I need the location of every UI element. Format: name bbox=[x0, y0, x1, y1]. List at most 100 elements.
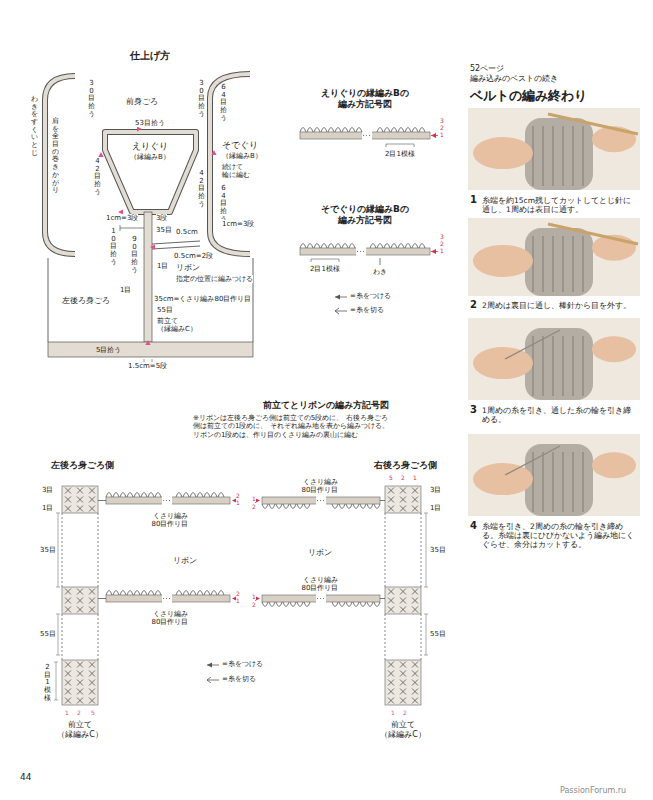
armhole-edging bbox=[45, 76, 75, 254]
single-crochet-symbol bbox=[89, 698, 95, 704]
part-name: えりぐり bbox=[132, 141, 168, 152]
stitch-count: 53目拾う bbox=[135, 119, 165, 127]
chain-label: くさり編み 80目作り目 bbox=[298, 478, 343, 495]
single-crochet-symbol bbox=[77, 671, 83, 677]
stitch-count: 1目 bbox=[430, 504, 441, 512]
picot-symbol bbox=[262, 602, 268, 607]
front-band-chart bbox=[62, 660, 98, 705]
side-seam-mark bbox=[380, 258, 381, 265]
knit-texture bbox=[562, 336, 564, 396]
step-number: 3 bbox=[470, 404, 477, 416]
chart-break-dots bbox=[317, 598, 325, 599]
section-title: 仕上げ方 bbox=[130, 50, 170, 62]
picot-symbol bbox=[283, 602, 289, 607]
picot-symbol bbox=[183, 591, 189, 596]
step-text: 糸端を引き、2周めの糸の輪を引き締める。糸端は裏にひびかないよう編み地にくぐらせ… bbox=[482, 522, 637, 549]
pickup-arrow bbox=[211, 150, 216, 155]
ribbon bbox=[152, 241, 200, 249]
part-note: （縁編みB） bbox=[130, 153, 170, 161]
single-crochet-symbol bbox=[65, 680, 71, 686]
picot-symbol bbox=[349, 244, 355, 249]
stitch-count: 35目 bbox=[40, 546, 56, 554]
single-crochet-symbol bbox=[388, 598, 394, 604]
single-crochet-symbol bbox=[77, 598, 83, 604]
picot-symbol bbox=[353, 504, 359, 509]
chain-label: くさり編み 80目作り目 bbox=[298, 576, 343, 593]
step-text: 2周めは裏目に通し、棒針から目を外す。 bbox=[482, 301, 637, 310]
legend-symbol bbox=[335, 308, 339, 314]
picot-symbol bbox=[332, 602, 338, 607]
note: 続けて 輪に編む bbox=[222, 163, 254, 180]
stitch-count: 90目拾う bbox=[131, 236, 138, 274]
single-crochet-symbol bbox=[388, 506, 394, 512]
picot-symbol bbox=[148, 493, 154, 498]
row-number: 1 bbox=[252, 495, 256, 502]
single-crochet-symbol bbox=[400, 671, 406, 677]
knit-texture bbox=[572, 236, 574, 292]
note: ※リボンは左後ろ身ごろ側は前立ての5段めに、 右後ろ身ごろ側は前立ての1段めに、… bbox=[193, 414, 393, 439]
single-crochet-symbol bbox=[388, 698, 394, 704]
knit-texture bbox=[582, 452, 584, 512]
stitch-count: 42目拾う bbox=[198, 170, 205, 208]
picot-symbol bbox=[328, 244, 334, 249]
dimension: 0.5cm=2段 bbox=[174, 252, 213, 260]
edging-band bbox=[300, 248, 430, 255]
edging-band bbox=[300, 132, 430, 139]
row-number: 1 bbox=[236, 597, 240, 604]
picot-symbol bbox=[391, 244, 397, 249]
chart-break bbox=[316, 496, 326, 505]
part-name: 前立て （縁編みC） bbox=[378, 720, 428, 739]
single-crochet-symbol bbox=[412, 680, 418, 686]
knit-texture bbox=[552, 126, 554, 186]
chart-break bbox=[421, 614, 422, 660]
stitch-count: 3目 bbox=[42, 486, 53, 494]
knit-texture bbox=[552, 236, 554, 292]
stitch-count: 55目 bbox=[157, 306, 173, 314]
hand bbox=[592, 336, 636, 362]
step-number: 1 bbox=[470, 194, 477, 206]
legend-symbol bbox=[207, 662, 212, 667]
stitch-count: 55目 bbox=[430, 630, 446, 638]
single-crochet-symbol bbox=[400, 680, 406, 686]
pickup-line bbox=[120, 225, 144, 231]
knit-sample bbox=[525, 444, 593, 516]
picot-symbol bbox=[197, 493, 203, 498]
knit-texture bbox=[542, 236, 544, 292]
note: わきをすくいとじ bbox=[31, 96, 38, 158]
single-crochet-symbol bbox=[65, 497, 71, 503]
body-outline bbox=[48, 258, 49, 342]
yarn-join-arrow bbox=[431, 249, 436, 254]
chart-title: そでぐりの縁編みBの 編み方記号図 bbox=[315, 204, 415, 226]
picot-symbol bbox=[346, 602, 352, 607]
knit-texture bbox=[562, 126, 564, 186]
picot-symbol bbox=[211, 493, 217, 498]
picot-symbol bbox=[391, 128, 397, 133]
single-crochet-symbol bbox=[89, 662, 95, 668]
single-crochet-symbol bbox=[65, 488, 71, 494]
picot-symbol bbox=[374, 504, 380, 509]
yarn bbox=[505, 330, 560, 359]
photo-ground bbox=[468, 218, 640, 296]
picot-symbol bbox=[283, 504, 289, 509]
part-name: わき bbox=[373, 268, 387, 276]
picot-symbol bbox=[405, 128, 411, 133]
picot-symbol bbox=[269, 602, 275, 607]
single-crochet-symbol bbox=[89, 680, 95, 686]
part-name: リボン bbox=[176, 263, 200, 273]
knit-texture bbox=[562, 452, 564, 512]
single-crochet-symbol bbox=[412, 497, 418, 503]
picot-symbol bbox=[356, 128, 362, 133]
photo-ground bbox=[468, 434, 640, 516]
dimension: 1.5cm=5段 bbox=[128, 362, 167, 370]
single-crochet-symbol bbox=[388, 671, 394, 677]
front-band-chart bbox=[62, 587, 98, 614]
stitch-count: 64目拾う bbox=[220, 185, 227, 223]
picot-symbol bbox=[339, 504, 345, 509]
single-crochet-symbol bbox=[400, 698, 406, 704]
legend-text: =糸をつける bbox=[222, 660, 263, 668]
single-crochet-symbol bbox=[412, 689, 418, 695]
chart-break bbox=[316, 594, 326, 603]
ribbon-join bbox=[98, 501, 106, 599]
picot-symbol bbox=[176, 493, 182, 498]
row-number: 5 bbox=[91, 709, 95, 716]
